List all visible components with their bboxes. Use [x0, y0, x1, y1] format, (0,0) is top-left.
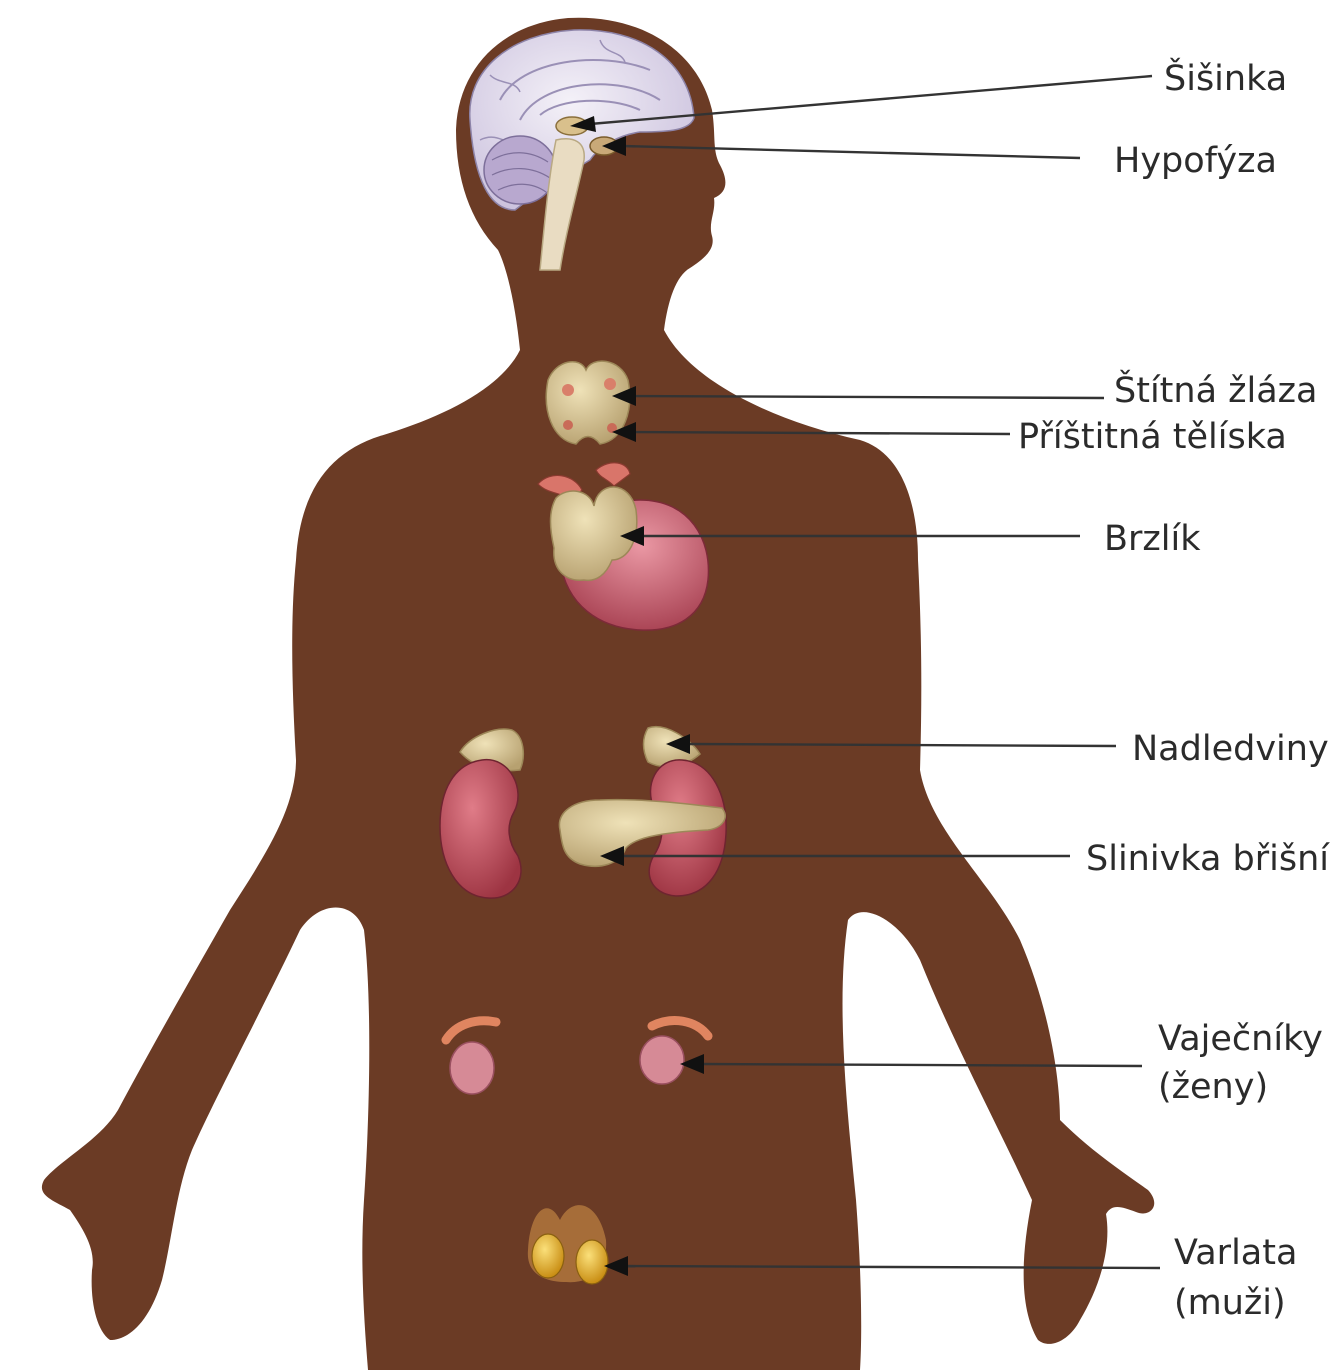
label-pituitary: Hypofýza [1114, 141, 1277, 181]
label-thymus: Brzlík [1104, 519, 1201, 559]
label-pancreas: Slinivka břišní [1086, 839, 1330, 879]
label-testes-line1: Varlata [1174, 1233, 1297, 1273]
label-adrenals: Nadledviny [1132, 729, 1329, 769]
ovary-right [640, 1036, 684, 1084]
testis-right [576, 1240, 608, 1284]
testis-left [532, 1234, 564, 1278]
label-ovaries-line2: (ženy) [1158, 1067, 1268, 1107]
label-ovaries-line1: Vaječníky [1158, 1019, 1323, 1059]
body-silhouette [42, 18, 1154, 1370]
ovary-left [450, 1042, 494, 1094]
label-pineal: Šišinka [1164, 57, 1287, 99]
label-parathyroid: Příštitná tělíska [1018, 417, 1287, 457]
label-testes-line2: (muži) [1174, 1283, 1286, 1323]
cerebellum [484, 136, 556, 204]
label-thyroid: Štítná žláza [1114, 369, 1318, 411]
